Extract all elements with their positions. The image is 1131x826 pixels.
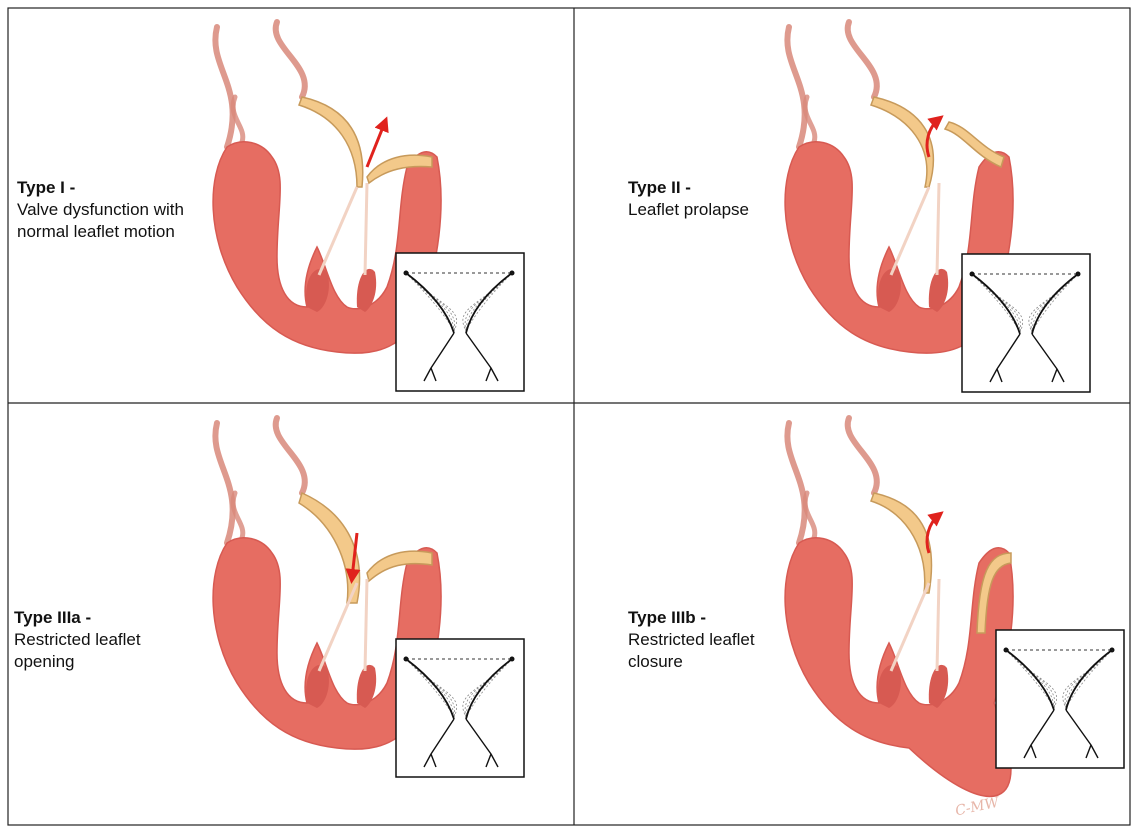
type-ii-vessel-left xyxy=(787,27,804,147)
type-i-desc-line-2: normal leaflet motion xyxy=(17,221,184,243)
type-iiia-chorda-left xyxy=(319,583,357,671)
type-iiib-vessel-mid xyxy=(848,418,877,493)
type-i-vessel-loop xyxy=(233,97,243,142)
type-ii-title: Type II - xyxy=(628,177,749,199)
type-iiib-desc-line-2: closure xyxy=(628,651,755,673)
type-i-flow-arrow xyxy=(367,122,385,167)
type-iiib-inset xyxy=(996,630,1124,768)
type-i-desc-line-1: Valve dysfunction with xyxy=(17,199,184,221)
type-i-chorda-left xyxy=(319,187,357,275)
type-iiib-flow-arrow xyxy=(927,515,939,553)
type-i-chorda-right xyxy=(365,183,367,275)
type-iiia-inset xyxy=(396,639,524,777)
type-iiia-leaflet-anterior xyxy=(299,493,360,603)
type-i-title: Type I - xyxy=(17,177,184,199)
type-ii-vessel-loop xyxy=(805,97,815,142)
type-iiia-title: Type IIIa - xyxy=(14,607,141,629)
type-ii-inset-frame xyxy=(962,254,1090,392)
type-i-illustration xyxy=(213,22,524,391)
type-ii-desc-line-1: Leaflet prolapse xyxy=(628,199,749,221)
type-ii-label: Type II - Leaflet prolapse xyxy=(628,177,749,221)
type-iiia-vessel-left xyxy=(215,423,232,543)
type-ii-inset xyxy=(962,254,1090,392)
type-ii-leaflet-posterior xyxy=(945,122,1004,167)
type-ii-leaflet-anterior xyxy=(871,97,933,187)
type-iiia-label: Type IIIa - Restricted leaflet opening xyxy=(14,607,141,673)
valve-dysfunction-figure: Type I - Valve dysfunction with normal l… xyxy=(7,7,1131,826)
type-iiib-leaflet-anterior xyxy=(871,493,932,593)
type-ii-chorda-right xyxy=(937,183,939,275)
type-iiia-illustration xyxy=(213,418,524,777)
type-iiia-vessel-mid xyxy=(276,418,305,493)
type-iiib-label: Type IIIb - Restricted leaflet closure xyxy=(628,607,755,673)
type-i-leaflet-anterior xyxy=(299,97,363,187)
type-iiib-title: Type IIIb - xyxy=(628,607,755,629)
type-iiib-vessel-left xyxy=(787,423,804,543)
type-i-vessel-left xyxy=(215,27,232,147)
type-iiib-desc-line-1: Restricted leaflet xyxy=(628,629,755,651)
type-iiia-desc-line-2: opening xyxy=(14,651,141,673)
type-iiia-chorda-right xyxy=(365,579,367,671)
type-iiib-heart xyxy=(785,418,1013,796)
type-iiia-vessel-loop xyxy=(233,493,243,538)
figure-grid xyxy=(7,7,1131,826)
type-i-vessel-mid xyxy=(276,22,305,97)
type-iiib-ventricle-wall xyxy=(785,538,1013,797)
type-ii-chorda-left xyxy=(891,187,929,275)
type-iiia-inset-frame xyxy=(396,639,524,777)
type-iiib-vessel-loop xyxy=(805,493,815,538)
type-iiib-chorda-left xyxy=(891,583,929,671)
type-i-inset-frame xyxy=(396,253,524,391)
type-ii-illustration xyxy=(785,22,1090,392)
type-iiib-chorda-right xyxy=(937,579,939,671)
type-iiia-desc-line-1: Restricted leaflet xyxy=(14,629,141,651)
type-ii-vessel-mid xyxy=(848,22,877,97)
type-iiib-inset-frame xyxy=(996,630,1124,768)
type-i-label: Type I - Valve dysfunction with normal l… xyxy=(17,177,184,243)
type-i-inset xyxy=(396,253,524,391)
type-iiib-illustration xyxy=(785,418,1124,796)
